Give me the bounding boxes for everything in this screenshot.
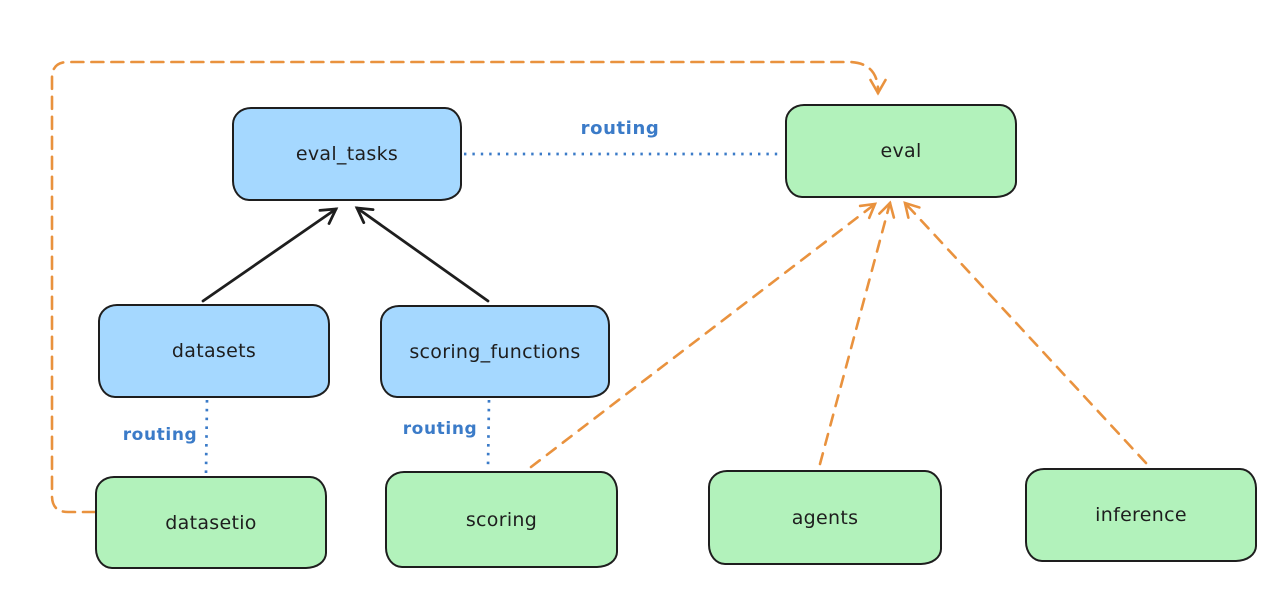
node-datasets: datasets (98, 304, 330, 398)
node-scoring: scoring (385, 471, 618, 568)
edge-label-routing-datasets-datasetio: routing (122, 425, 198, 445)
node-inference-label: inference (1095, 504, 1187, 526)
edge-label-routing-scoring-functions-scoring: routing (402, 419, 478, 439)
node-scoring-label: scoring (465, 508, 538, 531)
node-agents: agents (708, 470, 942, 565)
node-datasetio-label: datasetio (165, 511, 257, 534)
edge-datasets-to-datasetio-routing (204, 399, 209, 474)
edge-datasets-to-eval-tasks (201, 207, 339, 303)
node-datasets-label: datasets (171, 340, 257, 362)
edge-label-routing-eval-tasks-eval: routing (580, 118, 660, 139)
edge-agents-to-eval (818, 200, 896, 466)
node-inference: inference (1025, 468, 1257, 562)
edge-scoring-functions-to-eval-tasks (354, 206, 490, 303)
node-agents-label: agents (791, 506, 859, 529)
node-eval-tasks-label: eval_tasks (295, 143, 399, 165)
node-scoring-functions: scoring_functions (380, 305, 610, 398)
node-scoring-functions-label: scoring_functions (409, 340, 581, 363)
edge-datasetio-to-eval (50, 60, 887, 514)
node-eval-label: eval (880, 140, 922, 162)
edge-inference-to-eval (903, 201, 1148, 465)
edge-scoring-to-eval (529, 202, 878, 469)
node-datasetio: datasetio (95, 476, 327, 569)
edge-scoring-functions-to-scoring-routing (486, 399, 491, 468)
node-eval: eval (785, 104, 1017, 198)
node-eval-tasks: eval_tasks (232, 107, 462, 201)
